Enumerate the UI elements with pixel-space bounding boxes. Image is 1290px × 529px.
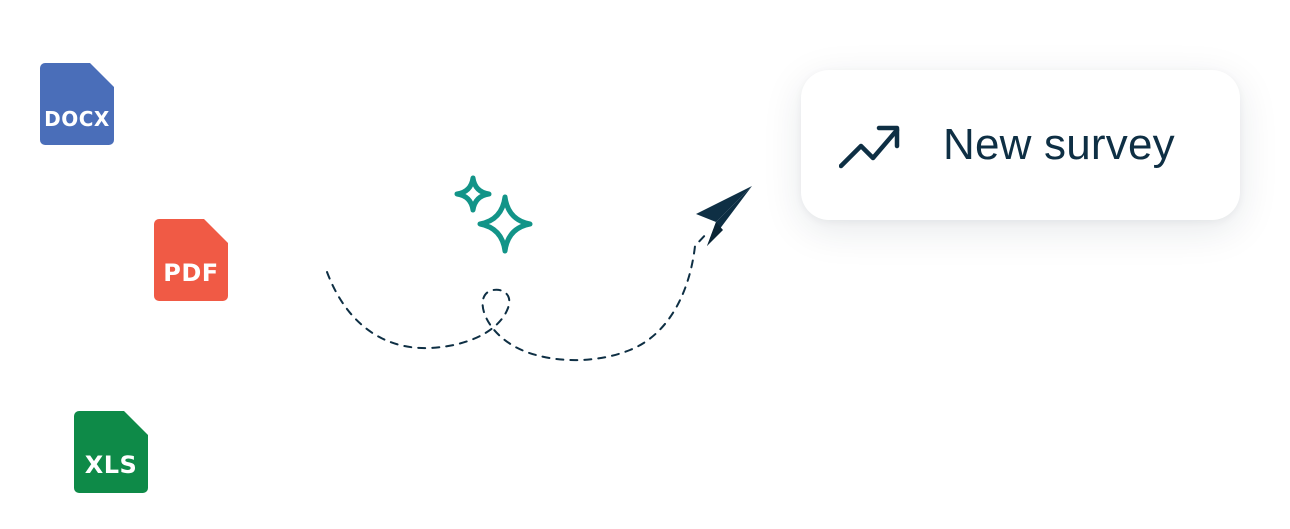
paper-plane-icon [696, 186, 752, 246]
xls-file-label: XLS [84, 451, 138, 479]
new-survey-button[interactable]: New survey [801, 70, 1240, 220]
pdf-file-label: PDF [163, 259, 219, 287]
new-survey-label: New survey [943, 120, 1175, 169]
docx-file-label: DOCX [44, 107, 110, 131]
dashed-flow-path [326, 231, 709, 362]
sparkle-large-icon [477, 194, 533, 254]
pdf-file-icon: PDF [154, 219, 228, 301]
xls-file-icon: XLS [74, 411, 148, 493]
docx-file-icon: DOCX [40, 63, 114, 145]
sparkle-small-icon [454, 175, 492, 213]
trending-up-icon [839, 125, 900, 169]
